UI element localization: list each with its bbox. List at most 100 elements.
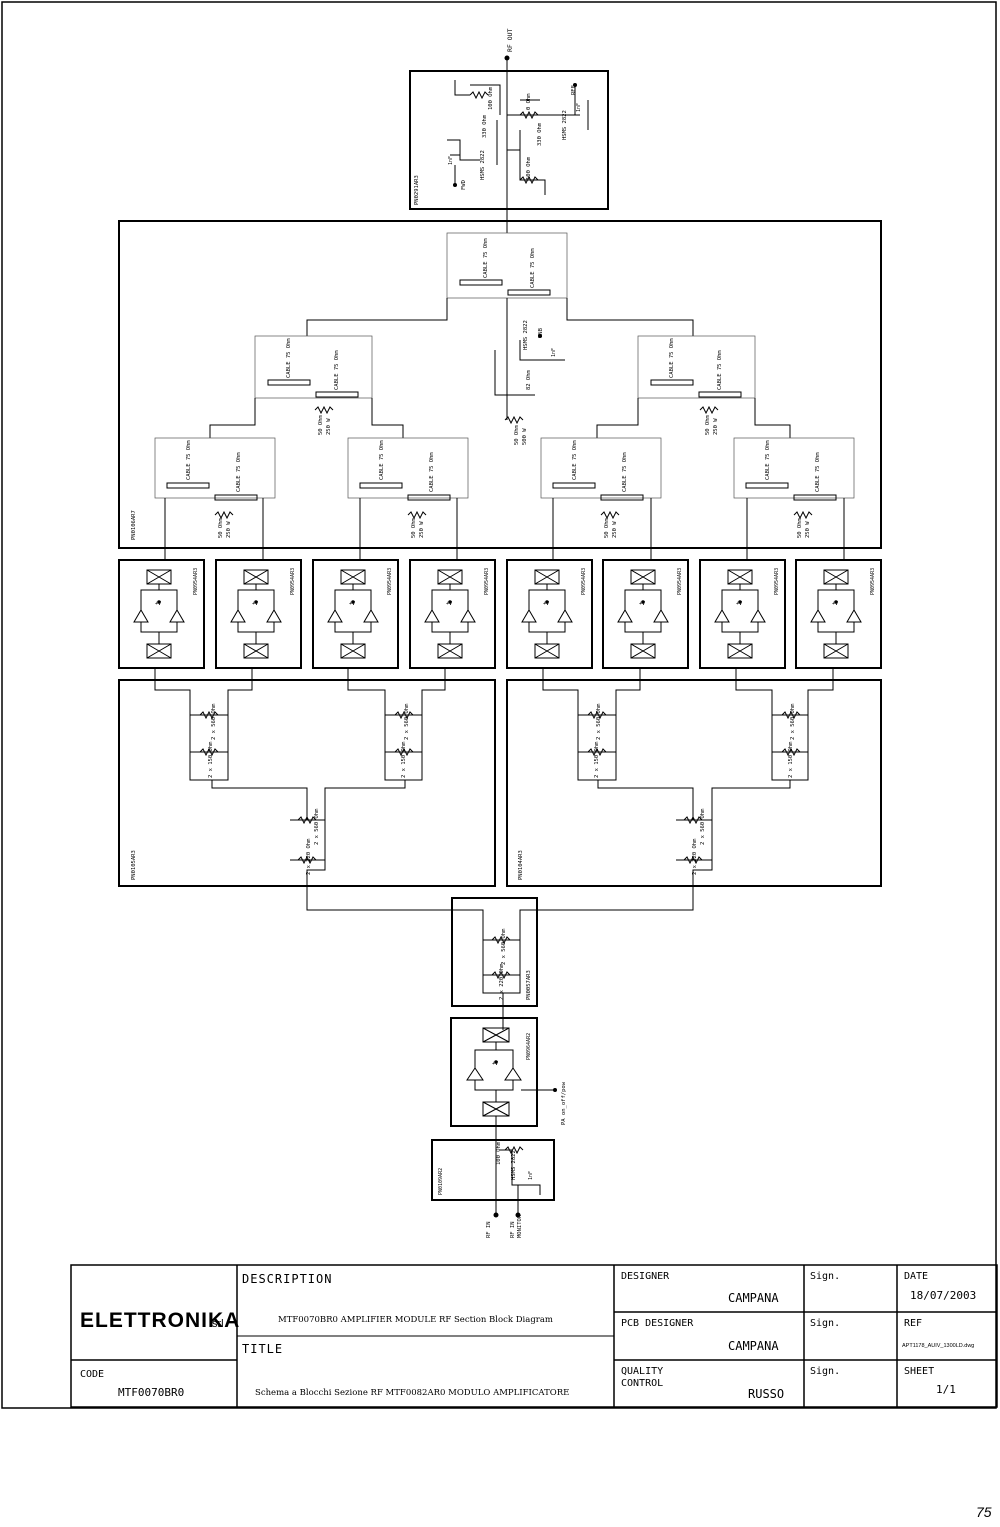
amp-module-1: PN0954AR3 +V (118, 559, 205, 669)
ref-label: REF (904, 1318, 922, 1329)
coupler-id: PN0291AR3 (414, 175, 420, 205)
sl-r6: 2 x 220 Ohm (306, 838, 312, 875)
load-b2b: 250 W (419, 521, 425, 538)
designer-value: CAMPANA (728, 1291, 779, 1305)
quality-label-2: CONTROL (621, 1378, 663, 1389)
sheet-label: SHEET (904, 1366, 934, 1377)
combiner-diode: HSMS 2822 (523, 320, 529, 350)
cable-b3a: CABLE 75 Ohm (572, 440, 578, 480)
sm-r1: 2 x 560 Ohm (501, 928, 507, 965)
title-block: ELETTRONIKA srl CODE MTF0070BR0 DESCRIPT… (70, 1264, 998, 1408)
cable-b3b: CABLE 75 Ohm (622, 452, 628, 492)
combiner-module: PN0106AR7 CABLE 75 Ohm CABLE 75 Ohm HSMS… (118, 220, 882, 560)
cable-label-mr-b: CABLE 75 Ohm (717, 350, 723, 390)
title-label: TITLE (242, 1342, 283, 1356)
coupler-diode-a: HSMS 2822 (480, 150, 486, 180)
cable-b1a: CABLE 75 Ohm (186, 440, 192, 480)
sl-r1: 2 x 560 Ohm (211, 703, 217, 740)
amp-module-3: PN0954AR3 +V (312, 559, 399, 669)
amp-v-8: +V (832, 601, 838, 607)
rf-monitor-label-2: MONITOR (517, 1214, 523, 1238)
sign-label-2: Sign. (810, 1318, 840, 1329)
ref-value: APT1178_AUIV_1300LD.dwg (902, 1343, 974, 1349)
coupler-cap-b: 1nF (576, 103, 582, 112)
driver-v: +V (492, 1061, 498, 1067)
load-b2a: 50 Ohm (411, 517, 417, 538)
rf-monitor-node (515, 1212, 521, 1218)
amp-v-3: +V (349, 601, 355, 607)
rf-monitor-label-1: RF IN (510, 1221, 516, 1238)
splitter-right-id: PN0104AR3 (518, 850, 524, 880)
sign-label-1: Sign. (810, 1271, 840, 1282)
amplifier-row: PN0954AR3 +V PN0954AR3 +V PN0954AR3 +V (118, 559, 882, 669)
splitter-link (306, 880, 694, 940)
cable-b4b: CABLE 75 Ohm (815, 452, 821, 492)
designer-label: DESIGNER (621, 1271, 670, 1282)
input-diode: HSMS 2822 (511, 1150, 517, 1180)
sr-r4: 2 x 150 Ohm (788, 741, 794, 778)
amp-module-7: PN0954AR3 +V (699, 559, 786, 669)
cable-b4a: CABLE 75 Ohm (765, 440, 771, 480)
splitter-main-id: PN0057AR3 (526, 970, 532, 1000)
rf-out-label: RF OUT (506, 28, 514, 52)
splitter-left-module: PN0105AR3 2 x 560 Ohm 2 x 150 Ohm 2 x 56… (118, 668, 496, 887)
cable-b2a: CABLE 75 Ohm (379, 440, 385, 480)
combiner-mid-hybrid-left (254, 335, 373, 399)
cable-label-top-a: CABLE 75 Ohm (483, 238, 489, 278)
amp-v-7: +V (736, 601, 742, 607)
sl-r5: 2 x 560 Ohm (314, 808, 320, 845)
amp-module-2: PN0954AR3 +V (215, 559, 302, 669)
sr-r6: 2 x 220 Ohm (692, 838, 698, 875)
fwd-label: FWD (461, 180, 467, 190)
unb-label: UNB (538, 327, 544, 338)
pcb-designer-value: CAMPANA (728, 1339, 779, 1353)
combiner-load-top-w: 500 W (522, 428, 528, 445)
company-logo: ELETTRONIKA srl (80, 1309, 240, 1332)
sheet-value: 1/1 (936, 1383, 956, 1396)
sr-r1: 2 x 560 Ohm (596, 703, 602, 740)
sm-r2: 2 x 220 Ohm (499, 963, 505, 1000)
rf-in-label: RF IN (486, 1221, 492, 1238)
quality-value: RUSSO (748, 1387, 784, 1401)
sign-label-3: Sign. (810, 1366, 840, 1377)
coupler-res-100a: 100 Ohm (488, 86, 494, 110)
combiner-mid-hybrid-right (637, 335, 756, 399)
cable-label-top-b: CABLE 75 Ohm (530, 248, 536, 288)
pa-on-off-label: PA on_off/pow (561, 1081, 567, 1125)
date-value: 18/07/2003 (910, 1289, 976, 1302)
driver-id: PN0964AR2 (526, 1033, 532, 1060)
amp-id-6: PN0954AR3 (677, 568, 683, 595)
coupler-resistors (469, 90, 539, 185)
input-res: 100 Ohm (496, 1141, 502, 1165)
sl-r4: 2 x 150 Ohm (401, 741, 407, 778)
cable-b1b: CABLE 75 Ohm (236, 452, 242, 492)
load-b3b: 250 W (612, 521, 618, 538)
cable-label-ml-b: CABLE 75 Ohm (334, 350, 340, 390)
sl-r3: 2 x 560 Ohm (404, 703, 410, 740)
input-cap: 1nF (528, 1171, 534, 1180)
load-mr-a: 50 Ohm (705, 414, 711, 435)
coupler-diode-b: HSMS 2822 (562, 110, 568, 140)
cable-label-mr-a: CABLE 75 Ohm (669, 338, 675, 378)
cable-b2b: CABLE 75 Ohm (429, 452, 435, 492)
load-b4a: 50 Ohm (797, 517, 803, 538)
amp-id-7: PN0954AR3 (774, 568, 780, 595)
combiner-id: PN0106AR7 (131, 510, 137, 540)
splitter-right-module: PN0104AR3 2 x 560 Ohm 2 x 150 Ohm 2 x 56… (506, 668, 882, 887)
logo-text: ELETTRONIKA (80, 1309, 240, 1332)
amp-module-8: PN0954AR3 +V (795, 559, 882, 669)
rf-in-node (493, 1212, 499, 1218)
amp-id-4: PN0954AR3 (484, 568, 490, 595)
load-b1b: 250 W (226, 521, 232, 538)
coupler-res-0: 0 Ohm (526, 93, 532, 110)
pcb-designer-label: PCB DESIGNER (621, 1318, 694, 1329)
splitter-main-module: PN0057AR3 2 x 560 Ohm 2 x 220 Ohm (451, 897, 538, 1030)
sl-r2: 2 x 150 Ohm (208, 741, 214, 778)
amp-id-1: PN0954AR3 (193, 568, 199, 595)
amp-id-3: PN0954AR3 (387, 568, 393, 595)
cable-label-ml-a: CABLE 75 Ohm (286, 338, 292, 378)
logo-suffix: srl (212, 1318, 224, 1330)
amp-v-5: +V (543, 601, 549, 607)
ref-label: REF (571, 85, 577, 95)
load-ml-b: 250 W (326, 418, 332, 435)
